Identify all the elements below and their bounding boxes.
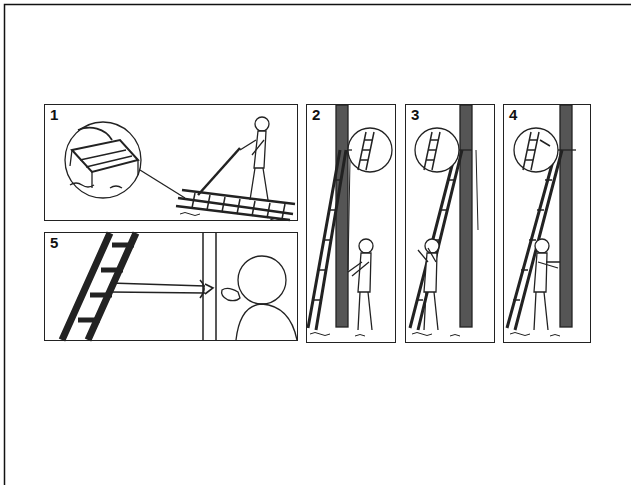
strap [110,283,205,293]
ladder-rails [62,233,136,340]
step-number: 4 [509,107,517,124]
panel-4-art [507,105,576,336]
panel-3-art [410,105,478,336]
panel-5-art [62,233,297,340]
person [348,239,373,330]
panel-2-art [308,105,392,336]
step-panel: 3 [405,104,495,343]
step-panel: 1 [44,104,298,221]
ladder-rungs [78,245,134,320]
tree-trunk [560,105,572,327]
ladder-on-ground [176,190,295,220]
step-panel: 2 [306,104,396,343]
step-panel: 4 [503,104,591,343]
step-number: 2 [312,107,320,124]
inset-circle [415,128,459,172]
magnifier-circle [65,122,141,198]
step-number: 1 [50,107,58,124]
leader-line [140,170,185,198]
ladder-rails [507,150,562,330]
step-panel: 5 [44,232,298,341]
step-number: 3 [411,107,419,124]
panel-1-art [65,117,295,220]
tree-trunk [336,105,348,327]
inset-circle [348,128,392,172]
ladder-rungs [192,193,285,219]
person [240,117,269,200]
ladder-rails [308,150,346,330]
step-number: 5 [50,235,58,252]
outer-frame [5,5,631,485]
inset-circle [514,128,558,172]
person [222,256,297,340]
person [418,239,439,330]
support-bar [198,148,240,195]
inset-ladder-end [70,128,138,188]
ladder-rails [410,150,462,330]
tree-trunk [460,105,472,327]
person [534,239,560,330]
